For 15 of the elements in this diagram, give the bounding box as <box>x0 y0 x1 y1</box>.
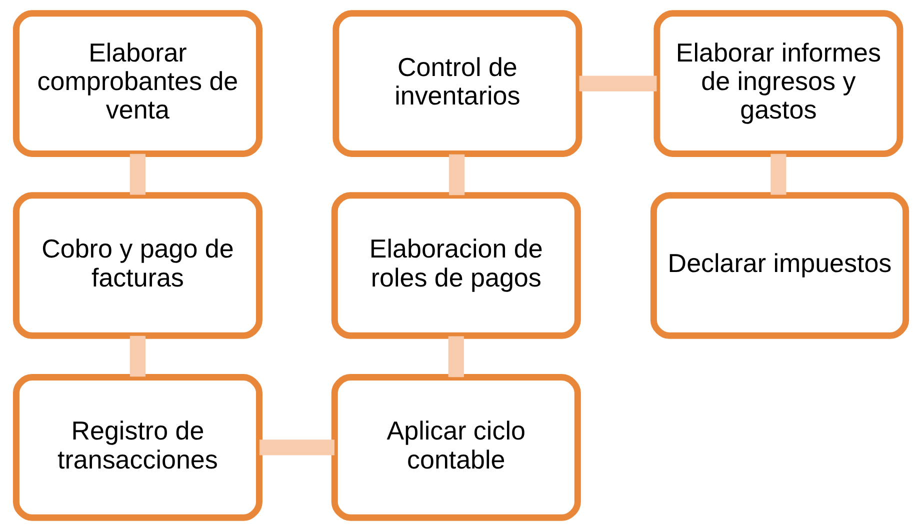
connector <box>578 76 656 92</box>
node-box: Elaborar comprobantes de venta <box>12 10 262 157</box>
node-box: Aplicar ciclo contable <box>330 374 580 521</box>
node-box: Control de inventarios <box>332 10 582 157</box>
node-box: Registro de transacciones <box>12 374 262 521</box>
node-box: Elaborar informes de ingresos y gastos <box>653 10 903 157</box>
connector <box>770 154 786 195</box>
node-box: Declarar impuestos <box>650 192 909 339</box>
node-box: Elaboracion de roles de pagos <box>330 192 580 339</box>
connector <box>129 154 146 195</box>
node-box: Cobro y pago de facturas <box>12 192 262 339</box>
connector <box>258 440 334 456</box>
connector <box>448 336 464 378</box>
connector <box>448 154 464 196</box>
connector <box>129 336 146 377</box>
